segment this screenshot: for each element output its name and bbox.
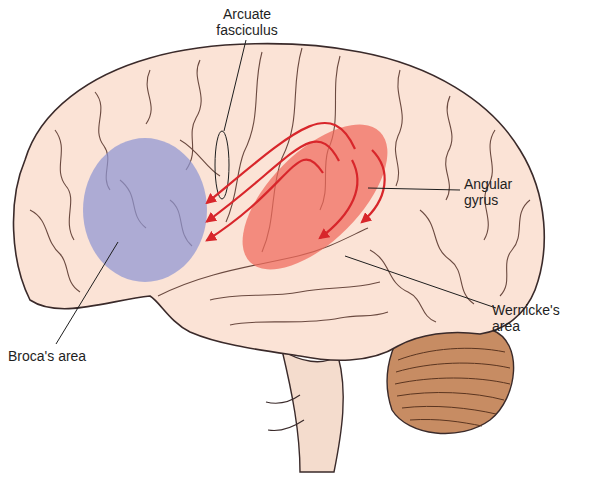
pathway-arrow [207,142,339,222]
brain-region: Wernicke's area [235,127,395,267]
gyri-sulci [30,48,530,325]
region-shape [83,138,207,282]
leader-lines [56,40,496,344]
cerebellum-folia [395,348,510,426]
return-arrow [320,160,357,238]
brainstem [282,350,343,472]
region-shape [235,127,395,267]
region-label: Wernicke's area [492,302,572,334]
region-label: Broca's area [8,348,128,364]
region-fill [218,100,412,294]
return-arrow [362,150,385,222]
cranial-nerve [266,395,304,431]
cerebrum [14,44,545,361]
brain-region: Broca's area [83,138,207,282]
part-label: Angular gyrus [464,176,530,208]
pathway-arrow [207,159,323,240]
part-label: Arcuate fasciculus [210,6,284,38]
region-fill [83,138,207,282]
